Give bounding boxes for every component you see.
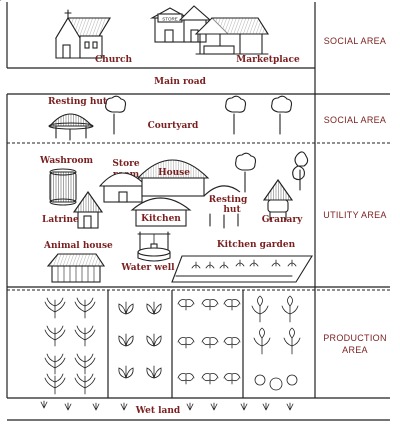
courtyard-trees [105, 95, 293, 135]
granary-label: Granary [262, 215, 303, 225]
layout-frames [6, 2, 390, 421]
marketplace-label: Marketplace [236, 55, 300, 65]
water-well-label: Water well [120, 263, 175, 273]
store-sign: STORE [162, 17, 177, 22]
animal-house-drawing [46, 253, 106, 283]
house-label: House [158, 168, 190, 178]
production-area-label-line2: AREA [342, 345, 368, 355]
production-plot-maize [0, 0, 96, 395]
latrine-drawing [72, 191, 104, 229]
production-plot-mixed [0, 0, 301, 391]
washroom-label: Washroom [39, 156, 94, 166]
granary-drawing [262, 179, 294, 221]
production-area-label-line1: PRODUCTION [323, 333, 387, 343]
kitchen-drawing [130, 197, 192, 227]
marketplace-drawing: STORE [149, 5, 269, 55]
house-drawing [136, 159, 210, 197]
latrine-label: Latrine [42, 215, 79, 225]
store-room-label-1: Store [112, 159, 139, 169]
wet-land-label: Wet land [135, 406, 181, 416]
resting-hut-top-label: Resting hut [48, 97, 108, 107]
church-drawing [55, 9, 111, 59]
resting-hut-mid-label-1: Resting [209, 195, 248, 205]
resting-hut-mid-drawing [203, 185, 241, 229]
church-label: Church [95, 55, 132, 65]
washroom-drawing [49, 168, 77, 206]
utility-area-label: UTILITY AREA [323, 210, 386, 220]
kitchen-label: Kitchen [141, 214, 181, 224]
social-area-label-top: SOCIAL AREA [324, 36, 387, 46]
courtyard-label: Courtyard [148, 121, 199, 131]
kitchen-garden-label: Kitchen garden [217, 240, 296, 250]
social-area-label-courtyard: SOCIAL AREA [324, 115, 387, 125]
resting-hut-top-drawing [48, 113, 94, 141]
water-well-drawing [137, 231, 171, 262]
kitchen-garden-drawing [171, 255, 313, 283]
animal-house-label: Animal house [43, 241, 113, 251]
main-road-label: Main road [154, 77, 206, 87]
resting-hut-mid-label-2: hut [223, 205, 241, 215]
utility-trees [235, 151, 309, 193]
